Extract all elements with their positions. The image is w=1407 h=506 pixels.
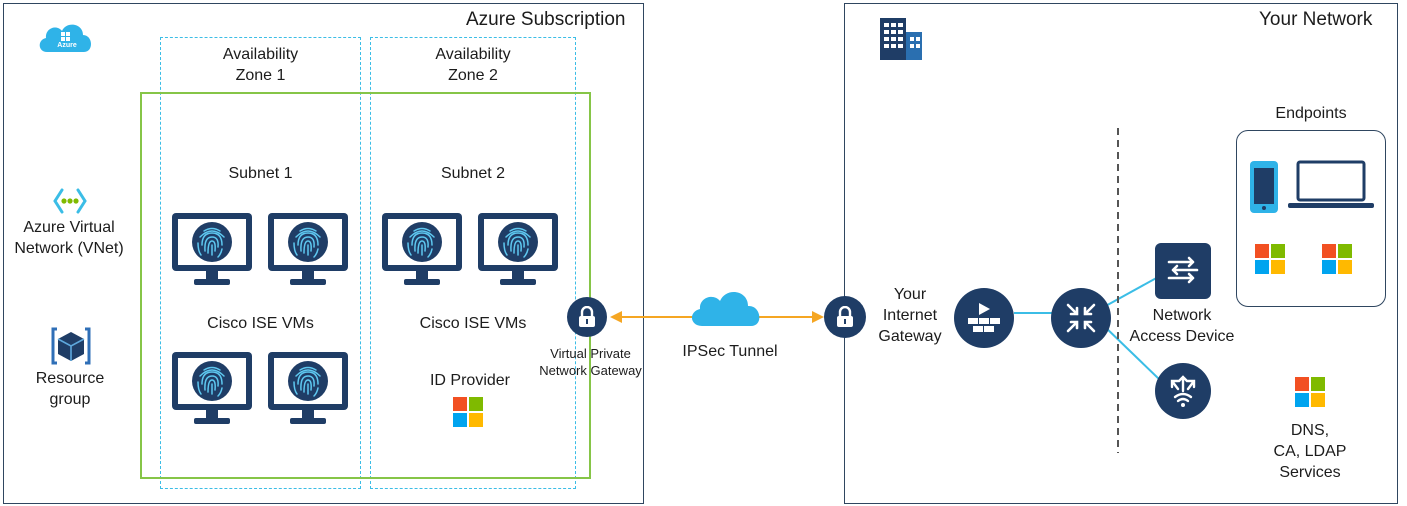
internet-gateway-line3: Gateway	[878, 328, 942, 345]
vnet-label: Azure Virtual Network (VNet)	[0, 217, 138, 259]
internet-gateway-line1: Your	[893, 286, 927, 303]
zone1-label: Availability Zone 1	[160, 44, 361, 86]
endpoint-windows-icon-1	[1255, 244, 1285, 274]
nad-label-line2: Access Device	[1129, 328, 1235, 345]
zone2-label-line1: Availability	[435, 46, 511, 63]
services-line2: CA, LDAP	[1273, 443, 1347, 460]
subnet2-label: Subnet 2	[440, 165, 506, 182]
tunnel-cloud-icon	[686, 284, 772, 330]
vnet-label-line1: Azure Virtual	[23, 219, 115, 236]
azure-subscription-box	[3, 3, 644, 504]
nad-label: Network Access Device	[1118, 305, 1246, 347]
services-microsoft-icon	[1295, 377, 1325, 407]
services-label: DNS, CA, LDAP Services	[1255, 420, 1365, 483]
zone1-label-line1: Availability	[222, 46, 299, 63]
microsoft-logo-icon	[453, 397, 483, 427]
subnet1-label: Subnet 1	[228, 165, 293, 182]
ise-vm-monitor-5	[170, 350, 254, 427]
internet-gateway-label: Your Internet Gateway	[862, 284, 958, 347]
ipsec-tunnel-label: IPSec Tunnel	[682, 343, 778, 360]
switch-icon	[1155, 243, 1211, 299]
resource-group-icon	[50, 325, 92, 367]
endpoints-label: Endpoints	[1275, 105, 1347, 122]
zone2-label-line2: Zone 2	[448, 67, 498, 84]
ise-vm-monitor-1	[170, 211, 254, 288]
ise-vm-monitor-2	[266, 211, 350, 288]
network-divider	[1117, 128, 1119, 453]
ise-vms-label-1: Cisco ISE VMs	[207, 315, 314, 332]
resource-group-line1: Resource	[35, 370, 105, 387]
laptop-icon	[1286, 160, 1376, 210]
endpoints-box	[1236, 130, 1386, 307]
resource-group-label: Resource group	[10, 368, 130, 410]
vnet-label-line2: Network (VNet)	[14, 240, 124, 257]
vnet-icon	[52, 186, 88, 216]
vpn-gateway-label: Virtual Private Network Gateway	[528, 345, 653, 379]
vpn-gateway-line2: Network Gateway	[539, 363, 642, 378]
zone2-label: Availability Zone 2	[370, 44, 576, 86]
vpn-gateway-lock-icon	[567, 297, 607, 337]
availability-zone-2	[370, 37, 576, 489]
ise-vms-label-2: Cisco ISE VMs	[419, 315, 527, 332]
azure-subscription-title: Azure Subscription	[466, 9, 626, 30]
resource-group-line2: group	[49, 391, 91, 408]
network-links	[1014, 275, 1161, 381]
azure-badge-text: Azure	[57, 42, 77, 49]
azure-cloud-icon: Azure	[35, 18, 97, 56]
nad-label-line1: Network	[1152, 307, 1212, 324]
your-network-box	[844, 3, 1398, 504]
router-icon	[1051, 288, 1111, 348]
availability-zone-1	[160, 37, 361, 489]
vpn-gateway-line1: Virtual Private	[550, 346, 631, 361]
firewall-icon	[954, 288, 1014, 348]
wireless-ap-icon	[1155, 363, 1211, 419]
internet-gateway-lock-icon	[824, 296, 866, 338]
zone1-label-line2: Zone 1	[235, 67, 286, 84]
your-network-title: Your Network	[1259, 9, 1373, 30]
services-line3: Services	[1279, 464, 1341, 481]
ise-vm-monitor-3	[380, 211, 464, 288]
id-provider-label: ID Provider	[429, 372, 511, 389]
vnet-boundary	[140, 92, 591, 479]
ise-vm-monitor-4	[476, 211, 560, 288]
phone-icon	[1249, 160, 1279, 214]
services-line1: DNS,	[1290, 422, 1330, 439]
endpoint-windows-icon-2	[1322, 244, 1352, 274]
building-icon	[878, 16, 924, 60]
ise-vm-monitor-6	[266, 350, 350, 427]
internet-gateway-line2: Internet	[882, 307, 938, 324]
